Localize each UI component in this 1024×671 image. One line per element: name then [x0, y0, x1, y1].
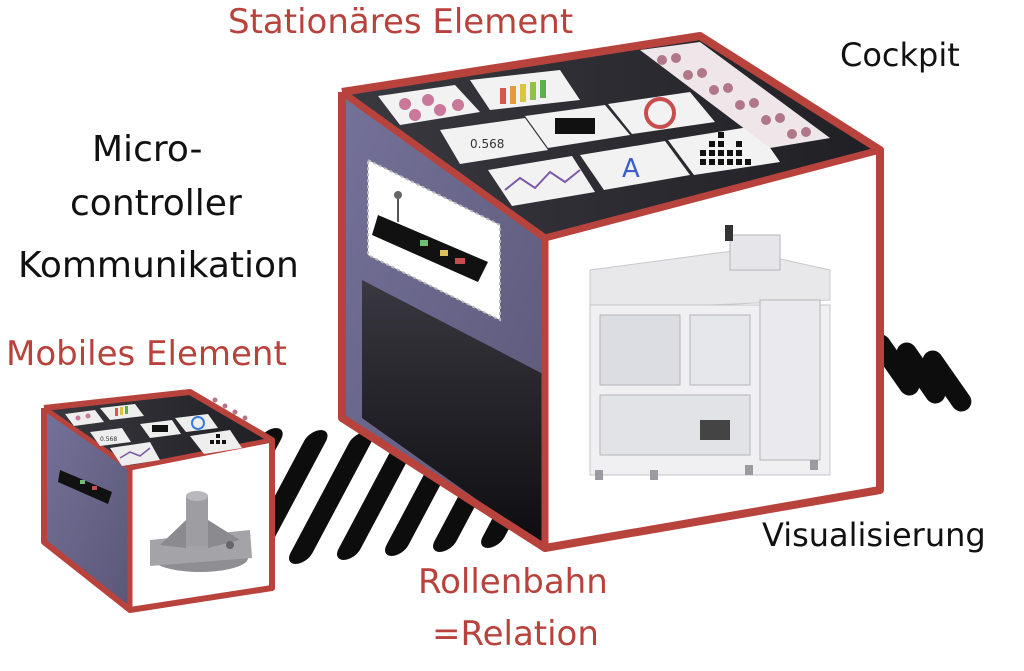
stationary-cube-edge-top: [339, 89, 548, 241]
numeric-readout: 0.568: [470, 137, 504, 151]
stationary-cube: 0.568 A: [338, 32, 884, 552]
tile-letter: [580, 141, 690, 190]
label-rollenbahn: Rollenbahn: [418, 562, 608, 602]
tile-ring: [608, 92, 715, 134]
roller: [336, 434, 418, 560]
mobile-cube-side: [44, 408, 130, 610]
stationary-cube-outline: [338, 32, 884, 552]
small-numeric-readout: 0.568: [100, 436, 117, 443]
label-stationary-element: Stationäres Element: [228, 2, 574, 42]
roller: [922, 350, 972, 412]
letter-a-icon: A: [622, 154, 640, 184]
cockpit-tiles: 0.568 A: [378, 42, 830, 206]
mobile-circuit-board: [58, 470, 112, 504]
mobile-cockpit-tiles: 0.568: [65, 397, 248, 466]
mechanical-part-icon: [150, 491, 252, 572]
label-microcontroller-line1: Micro-: [92, 129, 203, 170]
circuit-board-icon: [367, 158, 501, 322]
roller: [896, 342, 946, 404]
label-mobile-element: Mobiles Element: [6, 334, 287, 374]
label-visualisierung: Visualisierung: [762, 516, 986, 554]
label-kommunikation: Kommunikation: [18, 245, 299, 286]
label-microcontroller-line2: controller: [70, 183, 242, 224]
mobile-cube: 0.568: [41, 389, 275, 613]
label-cockpit: Cockpit: [840, 36, 960, 74]
industrial-machine-icon: [580, 225, 831, 480]
stationary-cube-edge: [544, 146, 881, 242]
tile-number: [440, 118, 548, 164]
label-relation: =Relation: [432, 614, 599, 654]
roller: [288, 432, 373, 564]
stationary-cube-tunnel: [362, 280, 545, 548]
mobile-cube-outline: [41, 389, 275, 613]
